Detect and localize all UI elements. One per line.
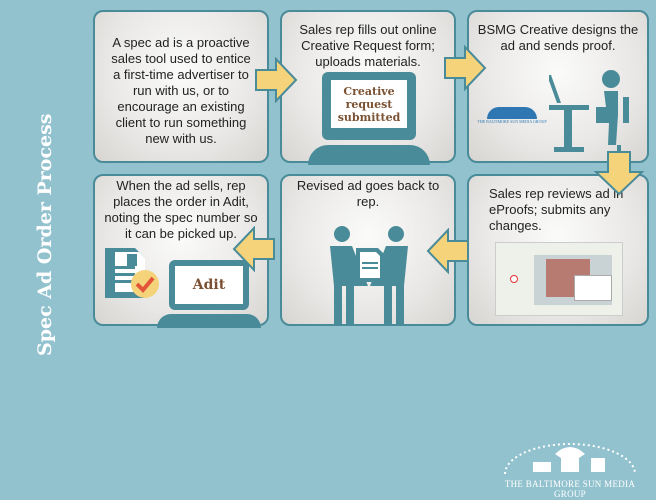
arrow-down	[594, 151, 644, 196]
page-title: Spec Ad Order Process	[34, 113, 56, 356]
eproofs-screenshot	[495, 242, 623, 316]
document-check-icon	[105, 248, 159, 298]
eagle-seal-icon	[504, 443, 636, 475]
step-5-box: Revised ad goes back to rep.	[280, 174, 456, 326]
bsmg-logo: THE BALTIMORE SUN MEDIA GROUP	[477, 107, 547, 124]
step-5-text: Revised ad goes back to rep.	[296, 178, 440, 209]
screen-message: Creative request submitted	[331, 80, 407, 128]
arrow-left-1	[426, 228, 469, 274]
step-3-text: BSMG Creative designs the ad and sends p…	[477, 22, 639, 53]
keyboard-base-icon	[308, 145, 430, 165]
computer-monitor-icon: Creative request submitted	[322, 72, 416, 140]
adit-screen: Adit	[175, 266, 243, 304]
handoff-people-icon	[330, 226, 408, 326]
step-4-text: Sales rep reviews ad in eProofs; submits…	[489, 186, 624, 233]
arrow-left-2	[232, 226, 275, 272]
step-3-box: BSMG Creative designs the ad and sends p…	[467, 10, 649, 163]
step-6-text: When the ad sells, rep places the order …	[104, 178, 258, 241]
footer-logo-text: THE BALTIMORE SUN MEDIA GROUP	[504, 479, 636, 499]
footer-logo: THE BALTIMORE SUN MEDIA GROUP	[495, 440, 645, 499]
computer-monitor-icon: Adit	[169, 260, 249, 310]
arrow-right-2	[444, 45, 487, 91]
step-1-box: A spec ad is a proactive sales tool used…	[93, 10, 269, 163]
arrow-right-1	[255, 57, 298, 103]
step-6-box: When the ad sells, rep places the order …	[93, 174, 269, 328]
keyboard-base-icon	[157, 314, 261, 328]
step-4-box: Sales rep reviews ad in eProofs; submits…	[467, 174, 649, 326]
step-2-box: Sales rep fills out online Creative Requ…	[280, 10, 456, 165]
designer-at-desk-icon	[549, 70, 629, 153]
step-1-text: A spec ad is a proactive sales tool used…	[111, 35, 251, 146]
step-2-text: Sales rep fills out online Creative Requ…	[299, 22, 437, 69]
